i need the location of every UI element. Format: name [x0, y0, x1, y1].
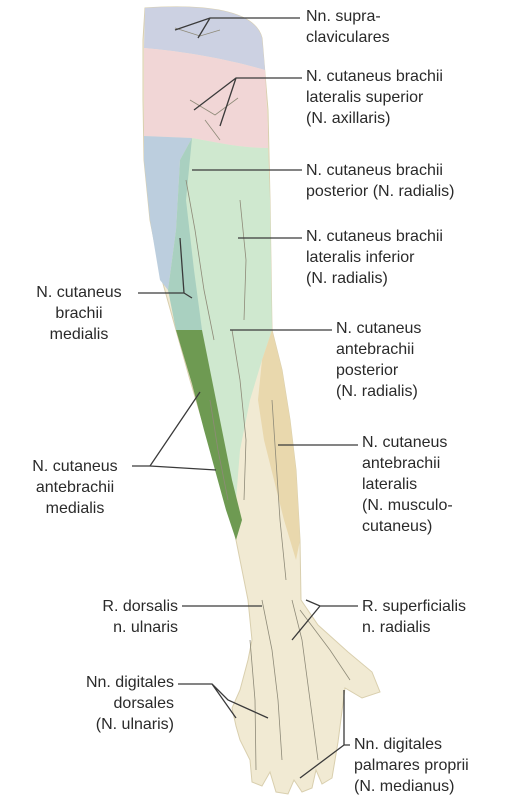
- label-supraclaviculares: Nn. supra-claviculares: [306, 6, 390, 48]
